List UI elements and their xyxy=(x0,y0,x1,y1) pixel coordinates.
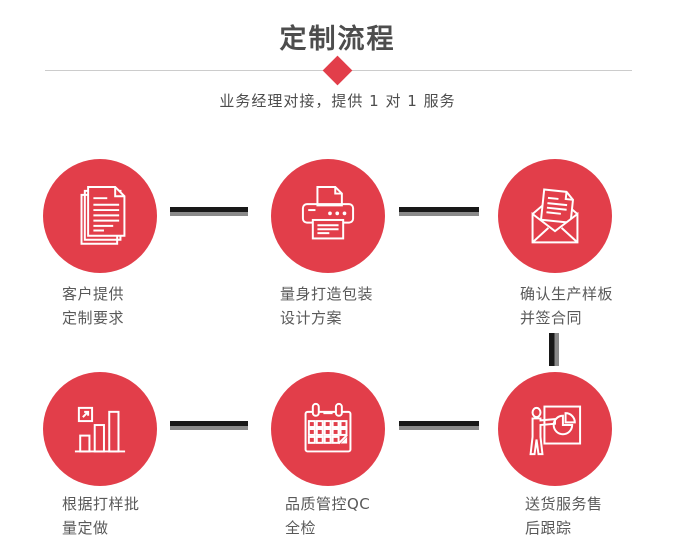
diamond-icon xyxy=(322,55,353,86)
step-1-label-line2: 定制要求 xyxy=(62,309,125,327)
step-5-label: 品质管控QC 全检 xyxy=(285,492,370,540)
connector-step4-step5 xyxy=(170,421,248,430)
step-4-label-line1: 根据打样批 xyxy=(62,495,140,513)
envelope-icon xyxy=(531,188,579,244)
step-1-label-line1: 客户提供 xyxy=(62,285,125,303)
step-2-label: 量身打造包装 设计方案 xyxy=(280,282,373,330)
page-title: 定制流程 xyxy=(279,24,396,55)
connector-step1-step2 xyxy=(170,207,248,216)
bar-chart-icon xyxy=(74,406,126,453)
step-2-circle xyxy=(271,159,385,273)
step-5-circle xyxy=(271,372,385,486)
step-6-label-line1: 送货服务售 xyxy=(525,495,603,513)
step-6-label-line2: 后跟踪 xyxy=(525,519,572,537)
step-5-label-line2: 全检 xyxy=(285,519,317,537)
step-2-label-line1: 量身打造包装 xyxy=(280,285,374,303)
step-6-circle xyxy=(498,372,612,486)
connector-step3-step6 xyxy=(549,333,559,366)
connector-step2-step3 xyxy=(399,207,479,216)
step-5-label-line1: 品质管控QC xyxy=(285,495,371,513)
step-3-label-line2: 并签合同 xyxy=(520,309,583,327)
presentation-icon xyxy=(529,405,582,456)
page-subtitle: 业务经理对接，提供 1 对 1 服务 xyxy=(219,92,456,110)
step-4-circle xyxy=(43,372,157,486)
step-2-label-line2: 设计方案 xyxy=(280,309,343,327)
printer-icon xyxy=(301,185,355,240)
step-1-label: 客户提供 定制要求 xyxy=(62,282,124,330)
step-3-label-line1: 确认生产样板 xyxy=(520,285,614,303)
step-4-label-line2: 量定做 xyxy=(62,519,109,537)
calendar-icon xyxy=(304,402,352,453)
step-4-label: 根据打样批 量定做 xyxy=(62,492,140,540)
connector-step5-step6 xyxy=(399,421,479,430)
step-1-circle xyxy=(43,159,157,273)
step-3-circle xyxy=(498,159,612,273)
step-6-label: 送货服务售 后跟踪 xyxy=(525,492,603,540)
step-3-label: 确认生产样板 并签合同 xyxy=(520,282,613,330)
documents-icon xyxy=(80,185,126,245)
